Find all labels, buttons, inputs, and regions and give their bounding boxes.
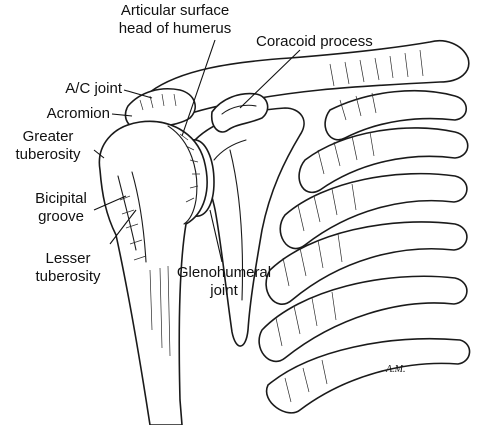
leader-greater-tuberosity [93, 149, 105, 159]
leader-acromion [111, 113, 133, 117]
leader-lesser-tuberosity [109, 209, 137, 245]
label-greater-tuberosity-line2: tuberosity [15, 146, 81, 163]
label-articular-surface-line2: head of humerus [118, 20, 232, 37]
leader-articular-surface [181, 39, 216, 137]
leader-ac-joint [123, 89, 153, 99]
leader-bicipital-groove [93, 195, 127, 211]
coracoid-process-shape [210, 92, 269, 133]
label-glenohumeral-joint-line1: Glenohumeral [176, 264, 272, 281]
label-glenohumeral-joint-line2: joint [210, 282, 238, 299]
label-bicipital-groove-line2: groove [38, 208, 84, 225]
label-articular-surface: Articular surface head of humerus [104, 2, 246, 38]
label-acromion-text: Acromion [46, 105, 110, 122]
leader-coracoid-process [239, 49, 301, 109]
label-coracoid-process-text: Coracoid process [256, 33, 373, 50]
label-acromion: Acromion [30, 105, 110, 123]
leader-glenohumeral-joint [209, 209, 223, 263]
label-glenohumeral-joint: Glenohumeral joint [168, 264, 280, 300]
label-greater-tuberosity-line1: Greater [22, 128, 74, 145]
humerus [98, 120, 208, 425]
label-lesser-tuberosity-line2: tuberosity [35, 268, 101, 285]
scapula [194, 107, 305, 347]
label-coracoid-process: Coracoid process [256, 33, 373, 51]
artist-signature: A.M. [385, 364, 405, 375]
label-ac-joint-text: A/C joint [65, 80, 122, 97]
rib-cage [258, 89, 471, 414]
label-lesser-tuberosity: Lesser tuberosity [26, 250, 110, 286]
label-bicipital-groove-line1: Bicipital [35, 190, 87, 207]
label-greater-tuberosity: Greater tuberosity [0, 128, 96, 164]
label-lesser-tuberosity-line1: Lesser [45, 250, 91, 267]
leader-lines [93, 39, 301, 263]
label-bicipital-groove: Bicipital groove [26, 190, 96, 226]
label-articular-surface-line1: Articular surface [120, 2, 230, 19]
label-ac-joint: A/C joint [44, 80, 122, 98]
